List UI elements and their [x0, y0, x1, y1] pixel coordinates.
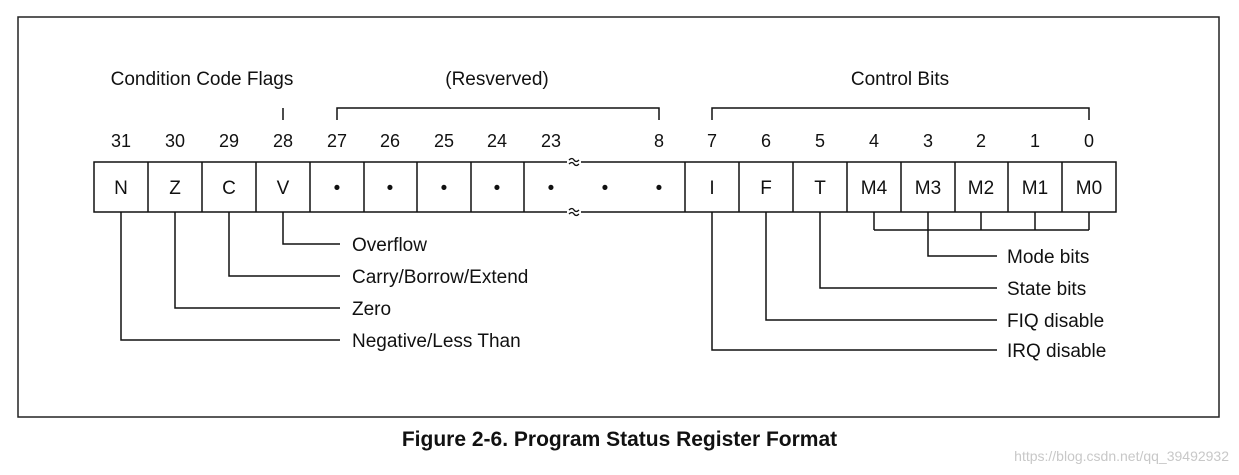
- leader-carry: [228, 212, 340, 277]
- cell-c: C: [222, 178, 236, 199]
- watermark: https://blog.csdn.net/qq_39492932: [1014, 448, 1229, 464]
- label-overflow: Overflow: [352, 235, 427, 256]
- register-outline: [93, 161, 1117, 213]
- group-title-control-bits: Control Bits: [851, 69, 949, 90]
- cell-reserved-dot: •: [494, 178, 501, 199]
- bit-number-4: 4: [869, 131, 879, 151]
- leader-zero: [174, 212, 340, 309]
- left-labels: Overflow Carry/Borrow/Extend Zero Negati…: [352, 235, 528, 352]
- bit-number-6: 6: [761, 131, 771, 151]
- bit-number-2: 2: [976, 131, 986, 151]
- label-mode-bits: Mode bits: [1007, 247, 1089, 268]
- cell-m3: M3: [915, 178, 941, 199]
- label-irq-disable: IRQ disable: [1007, 341, 1106, 362]
- cell-reserved-dot: •: [441, 178, 448, 199]
- bit-numbers: 31 30 29 28 27 26 25 24 23 8 7 6 5 4 3 2…: [111, 131, 1094, 151]
- label-fiq-disable: FIQ disable: [1007, 311, 1104, 332]
- cell-v: V: [277, 178, 290, 199]
- bit-number-26: 26: [380, 131, 400, 151]
- leader-mode-bits: [927, 230, 997, 257]
- group-title-condition-code-flags: Condition Code Flags: [111, 69, 294, 90]
- cell-m1: M1: [1022, 178, 1048, 199]
- bit-number-29: 29: [219, 131, 239, 151]
- label-negative-less-than: Negative/Less Than: [352, 331, 521, 352]
- cell-reserved-dot: •: [602, 178, 609, 199]
- label-zero: Zero: [352, 299, 391, 320]
- bit-number-30: 30: [165, 131, 185, 151]
- cell-m2: M2: [968, 178, 994, 199]
- group-brackets: [282, 107, 1090, 120]
- register-box: [93, 161, 1117, 213]
- right-leader-lines: [711, 212, 1090, 351]
- register-cells: N Z C V • • • • • • • I F T M4 M3 M2 M1 …: [114, 178, 1102, 199]
- bit-number-5: 5: [815, 131, 825, 151]
- bit-number-1: 1: [1030, 131, 1040, 151]
- cell-reserved-dot: •: [656, 178, 663, 199]
- bit-number-24: 24: [487, 131, 507, 151]
- cell-m0: M0: [1076, 178, 1102, 199]
- cell-t: T: [814, 178, 826, 199]
- leader-state-bits: [819, 212, 997, 289]
- cell-m4: M4: [861, 178, 888, 199]
- cell-reserved-dot: •: [334, 178, 341, 199]
- right-labels: Mode bits State bits FIQ disable IRQ dis…: [1007, 247, 1106, 362]
- label-carry-borrow-extend: Carry/Borrow/Extend: [352, 267, 528, 288]
- cell-z: Z: [169, 178, 181, 199]
- leader-fiq-disable: [765, 212, 997, 321]
- bit-number-31: 31: [111, 131, 131, 151]
- bit-number-28: 28: [273, 131, 293, 151]
- bit-number-27: 27: [327, 131, 347, 151]
- leader-overflow: [282, 212, 340, 245]
- cell-reserved-dot: •: [548, 178, 555, 199]
- diagram-frame: [17, 16, 1220, 418]
- bracket-reserved: [336, 107, 660, 120]
- bit-number-0: 0: [1084, 131, 1094, 151]
- left-leader-lines: [120, 212, 340, 341]
- bit-number-23: 23: [541, 131, 561, 151]
- cell-f: F: [760, 178, 772, 199]
- bracket-control-bits: [711, 107, 1090, 120]
- leader-negative: [120, 212, 340, 341]
- cell-reserved-dot: •: [387, 178, 394, 199]
- label-state-bits: State bits: [1007, 279, 1086, 300]
- figure-caption: Figure 2-6. Program Status Register Form…: [401, 428, 838, 451]
- group-title-reserved: (Resverved): [445, 69, 548, 90]
- cell-i: I: [709, 178, 714, 199]
- bit-number-3: 3: [923, 131, 933, 151]
- cell-n: N: [114, 178, 128, 199]
- break-mark-icon: [567, 155, 581, 219]
- leader-irq-disable: [711, 212, 997, 351]
- bit-number-25: 25: [434, 131, 454, 151]
- bit-number-8: 8: [654, 131, 664, 151]
- bit-number-7: 7: [707, 131, 717, 151]
